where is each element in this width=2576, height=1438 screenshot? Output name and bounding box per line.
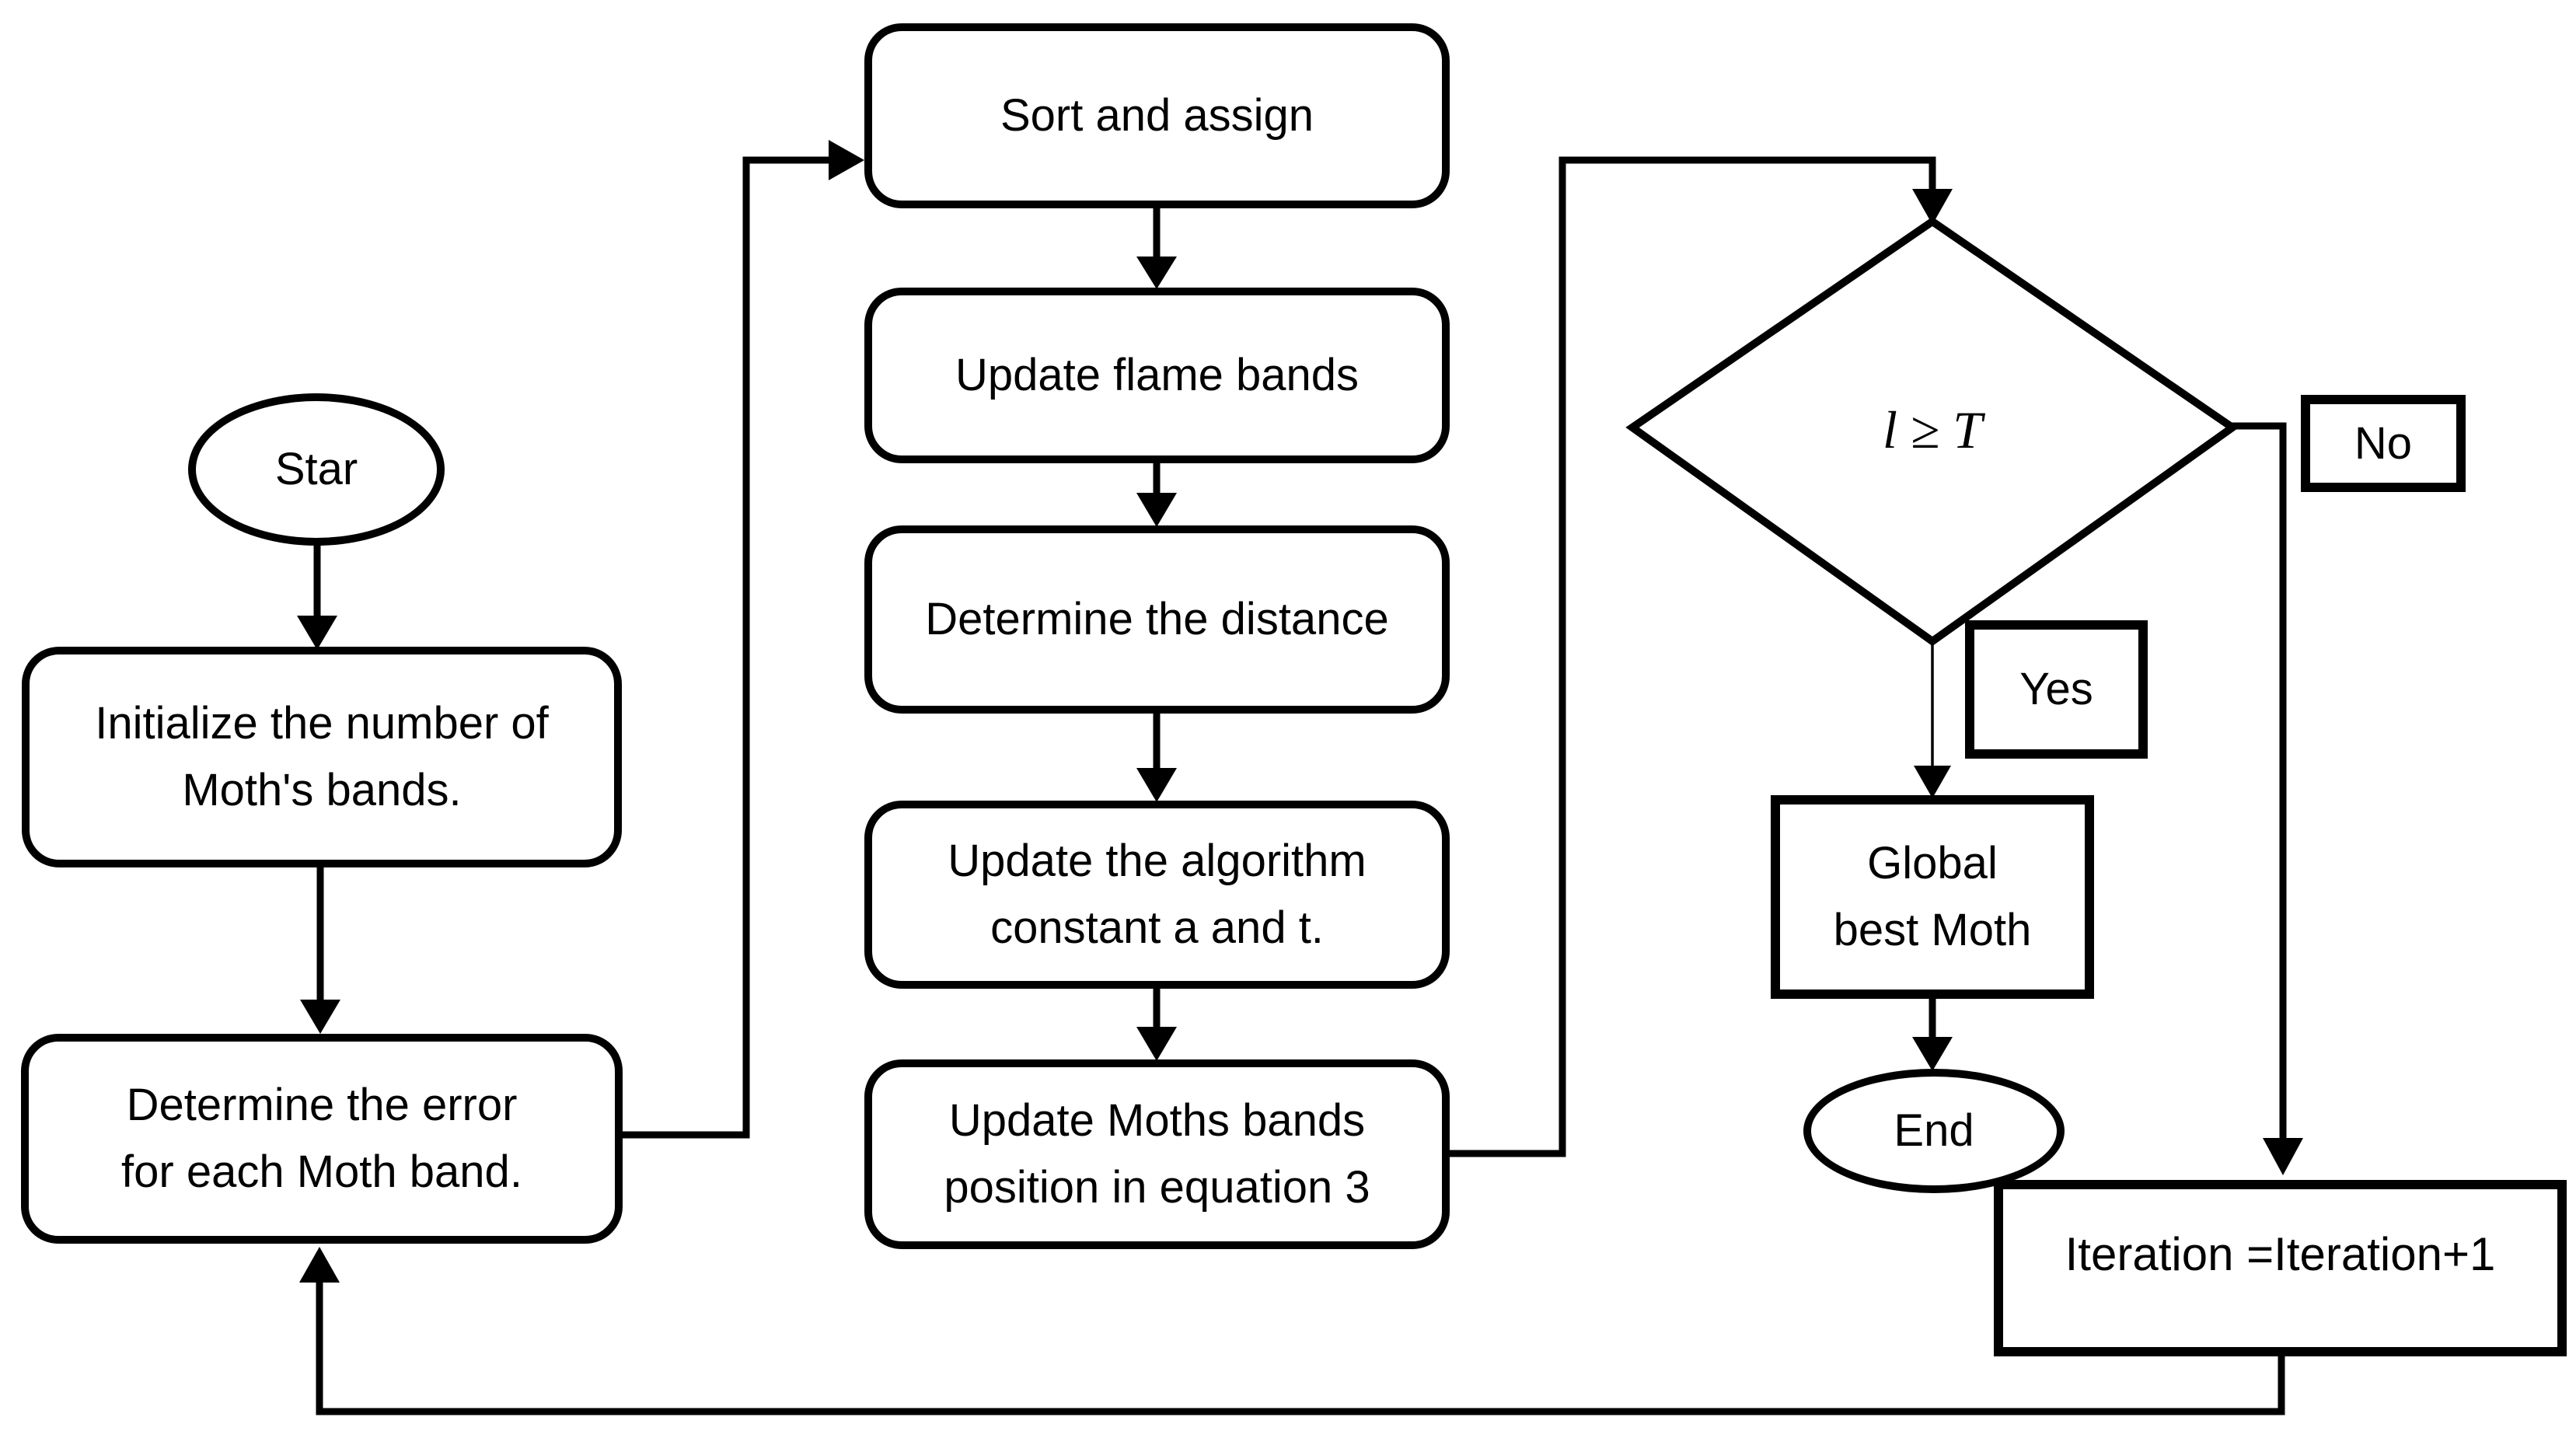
arrowhead	[1912, 189, 1953, 225]
arrowhead	[299, 1247, 340, 1283]
update-moths-label: Update Moths bands position in equation …	[944, 1095, 1370, 1213]
update-algorithm-process-box: Update the algorithm constant a and t.	[864, 801, 1450, 989]
arrowhead	[1136, 257, 1177, 289]
no-branch-label: No	[2354, 417, 2413, 469]
start-terminator: Star	[188, 393, 445, 546]
update-moths-process-box: Update Moths bands position in equation …	[864, 1059, 1450, 1249]
iteration-label: Iteration =Iteration+1	[2065, 1228, 2496, 1281]
arrowhead	[297, 616, 337, 650]
end-label: End	[1894, 1105, 1974, 1157]
start-label: Star	[274, 444, 358, 495]
initialize-label: Initialize the number of Moth's bands.	[95, 698, 549, 815]
decision-label-box: l ≥ T	[1777, 387, 2088, 473]
arrowhead	[1136, 768, 1177, 802]
initialize-process-box: Initialize the number of Moth's bands.	[22, 647, 622, 867]
determine-error-label: Determine the error for each Moth band.	[121, 1080, 522, 1197]
arrowhead	[1136, 1027, 1177, 1061]
arrowhead	[1912, 1037, 1953, 1071]
no-branch-box: No	[2301, 395, 2466, 492]
arrowhead	[1136, 493, 1177, 527]
arrowhead	[2263, 1138, 2303, 1175]
iteration-box: Iteration =Iteration+1	[1994, 1180, 2567, 1356]
decision-diamond	[1625, 216, 2239, 647]
determine-error-process-box: Determine the error for each Moth band.	[21, 1034, 623, 1244]
global-best-label: Global best Moth	[1833, 838, 2032, 955]
sort-assign-process-box: Sort and assign	[864, 23, 1450, 208]
decision-label: l ≥ T	[1882, 400, 1983, 459]
determine-distance-process-box: Determine the distance	[864, 525, 1450, 714]
connector-decision-no-to-iteration	[2226, 422, 2287, 1138]
arrowhead	[1914, 766, 1951, 798]
update-algorithm-label: Update the algorithm constant a and t.	[948, 836, 1367, 953]
end-terminator: End	[1803, 1069, 2065, 1193]
determine-distance-label: Determine the distance	[925, 594, 1389, 645]
sort-assign-label: Sort and assign	[1000, 90, 1314, 141]
connector-error-to-sort	[621, 156, 829, 1139]
connector-moths-to-decision	[1448, 156, 1936, 1157]
yes-branch-label: Yes	[2019, 664, 2093, 715]
update-flame-label: Update flame bands	[955, 350, 1360, 401]
yes-branch-box: Yes	[1965, 620, 2148, 759]
connector-iteration-to-error	[316, 1283, 2285, 1415]
update-flame-process-box: Update flame bands	[864, 288, 1450, 463]
arrowhead	[300, 1000, 340, 1034]
arrowhead	[829, 140, 864, 180]
global-best-box: Global best Moth	[1771, 795, 2094, 999]
